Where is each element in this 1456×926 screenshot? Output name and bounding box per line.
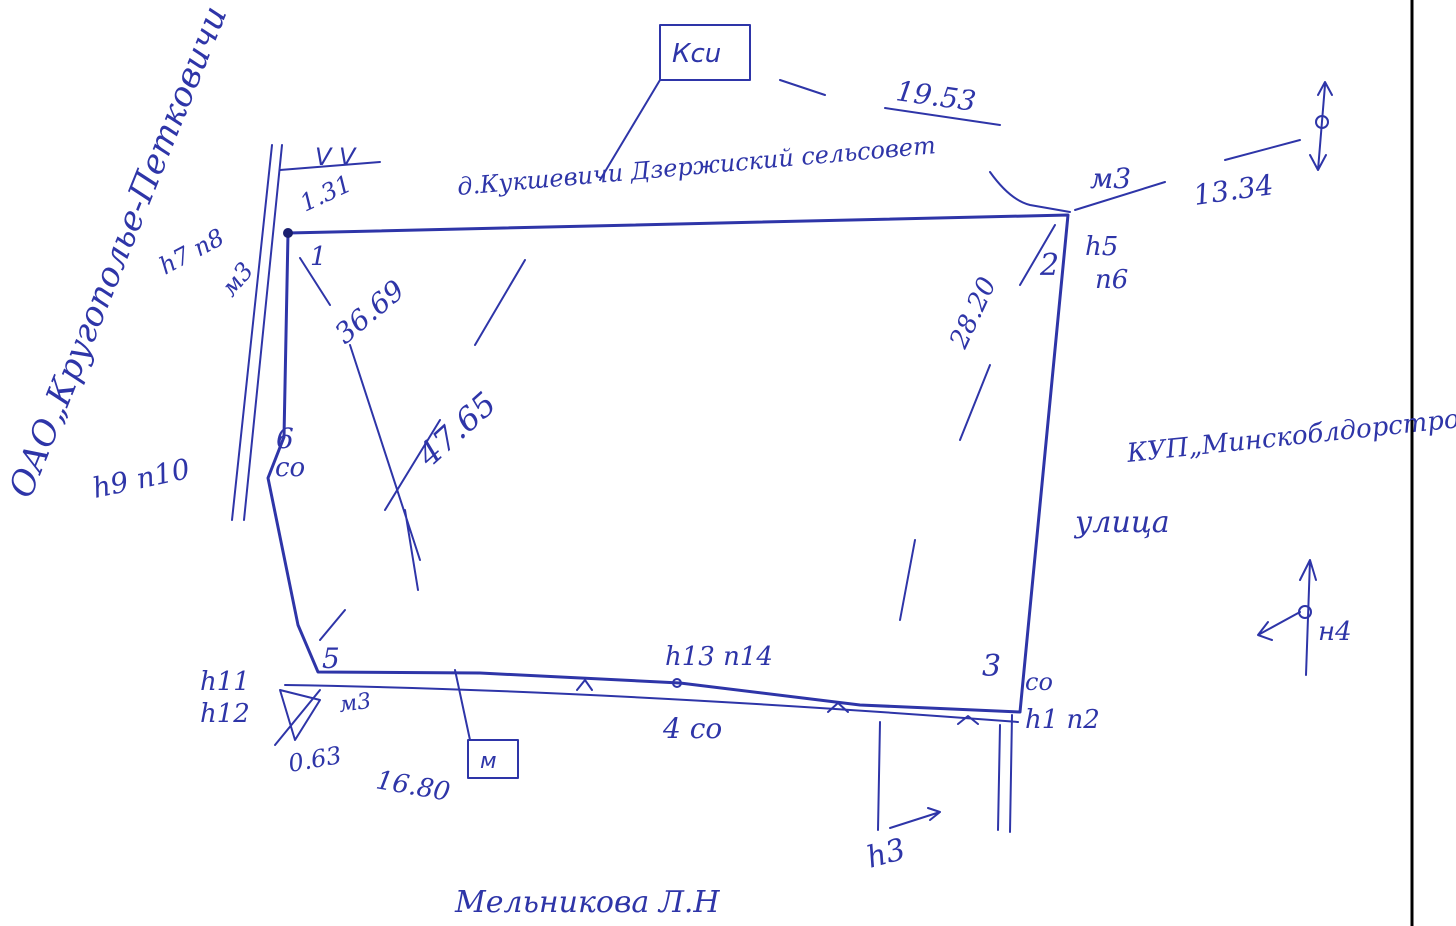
kcu-box-label: Ксu <box>672 39 721 69</box>
dist-1334-label: 13.34 <box>1191 168 1275 212</box>
dist-3669-label: 36.69 <box>328 274 411 351</box>
point-6-label: 6 <box>276 422 294 455</box>
dim-line-1953 <box>779 79 1001 126</box>
bottom-vertical <box>877 721 881 831</box>
north-arrow-top-circle <box>1315 115 1329 129</box>
m-box <box>467 739 519 779</box>
left-border-strip-2 <box>243 144 283 521</box>
h7-h8-label: h7 n8 <box>155 223 229 280</box>
diag-3669 <box>299 257 421 591</box>
arrow-n3 <box>889 807 941 829</box>
left-border-strip <box>231 144 273 521</box>
dist-2820-label: 28.20 <box>944 273 1003 354</box>
kcu-box <box>659 24 751 81</box>
m3-top-label: м3 <box>1090 162 1131 195</box>
right-road-2 <box>1009 714 1013 833</box>
street-top-label: д.Кукшевичи Дзержиский сельсовет <box>456 131 937 201</box>
h11-label: h11 <box>200 667 250 697</box>
m3-bottom-label: м3 <box>337 689 372 718</box>
dist-4765-label: 47.65 <box>409 384 503 474</box>
point-1-label: 1 <box>310 242 327 272</box>
north-arrow-label: н4 <box>1318 617 1352 647</box>
dist-1680-label: 16.80 <box>374 765 453 807</box>
point-1-marker <box>283 228 293 238</box>
north-arrow-top-icon <box>1309 81 1333 171</box>
dim-line-top-arc <box>989 171 1071 213</box>
parcel-boundary <box>266 213 1070 714</box>
diag-2820 <box>899 224 1056 621</box>
n3-label: h3 <box>863 832 909 876</box>
co-3-label: co <box>1025 668 1053 696</box>
point-3-label: 3 <box>982 649 1001 684</box>
street-right-label: улица <box>1073 505 1170 540</box>
neighbor-right-label: КУП„Минскоблдорстрой" <box>1125 401 1456 469</box>
dist-131-label: 1.31 <box>296 169 356 217</box>
h9-h10-label: h9 n10 <box>90 452 193 505</box>
m-box-label: м <box>480 749 497 774</box>
point-4-label: 4 co <box>662 712 722 745</box>
point-4-marker <box>672 678 682 688</box>
dim-line-1334 <box>1074 139 1301 211</box>
bottom-road <box>284 684 1019 723</box>
north-arrow-bottom-circle <box>1298 605 1312 619</box>
h1-h2-label: h1 n2 <box>1025 705 1100 735</box>
point-2-label: 2 <box>1039 248 1059 283</box>
diag-4765 <box>319 259 526 641</box>
dim-line-kcu <box>599 79 661 181</box>
h13-h14-label: h13 n14 <box>665 642 773 672</box>
dim-line-131 <box>279 161 381 171</box>
h12-label: h12 <box>200 699 250 729</box>
neighbor-bottom-label: Мельникова Л.Н <box>454 885 720 920</box>
right-road-1 <box>997 724 1001 831</box>
co-6-label: co <box>275 453 305 483</box>
bottom-to-m-box <box>454 669 471 741</box>
h6-label: n6 <box>1095 265 1128 295</box>
tick-marks-label: V V <box>315 143 357 171</box>
dist-063-label: 0.63 <box>286 741 343 778</box>
corner-x-mark <box>274 689 321 746</box>
bottom-ticks <box>576 679 979 725</box>
point-5-label: 5 <box>322 642 340 675</box>
h5-label: h5 <box>1085 232 1118 262</box>
m3-left-label: м3 <box>215 257 259 302</box>
